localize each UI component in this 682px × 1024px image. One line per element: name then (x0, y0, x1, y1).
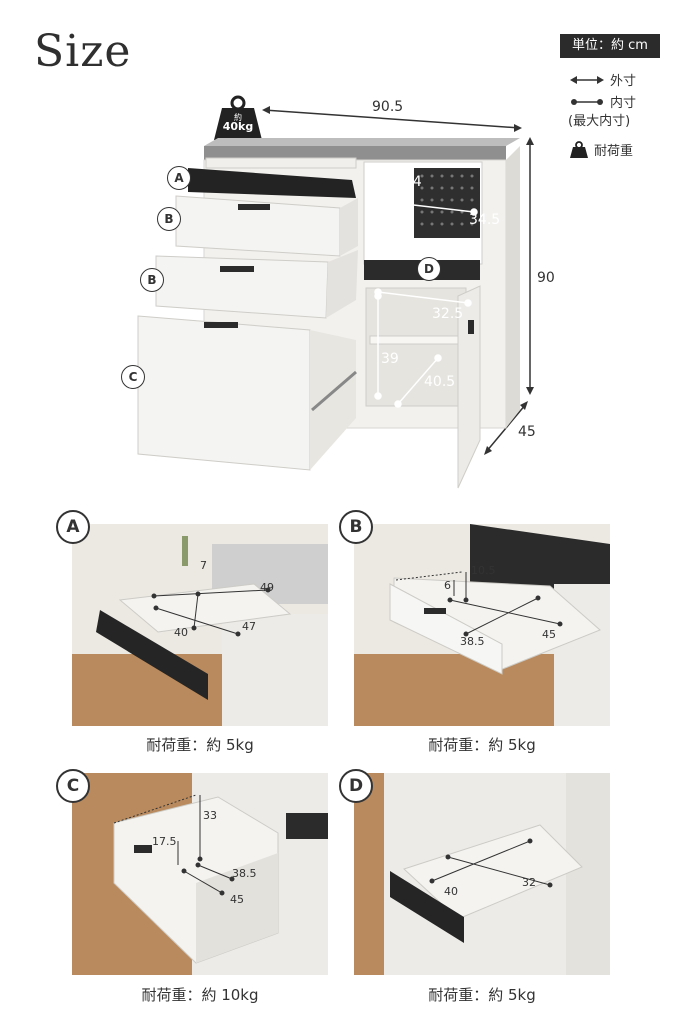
panel-b-caption: 耐荷重：約 5kg (428, 736, 536, 754)
panel-d-dim-2: 32 (522, 876, 536, 889)
legend-inner: 内寸 (570, 92, 636, 111)
panel-b-dim-1: 10.5 (471, 564, 496, 577)
weight-badge-line1: 約 (234, 113, 242, 122)
legend-load: 耐荷重 (570, 140, 633, 159)
panel-c-photo: 33 17.5 38.5 45 (72, 773, 328, 975)
weight-icon (570, 140, 588, 158)
page-title: Size (34, 26, 132, 77)
part-label-a: A (167, 166, 191, 190)
panel-c-caption: 耐荷重：約 10kg (141, 986, 259, 1004)
panel-c-letter: C (56, 769, 90, 803)
legend-inner-max: (最大内寸) (568, 114, 631, 129)
panel-b-dim-3: 38.5 (460, 635, 485, 648)
panel-c: 33 17.5 38.5 45 (72, 773, 328, 975)
legend-inner-label: 内寸 (610, 96, 637, 111)
width-dimension: 90.5 (372, 99, 404, 115)
panel-c-dim-1: 33 (203, 809, 217, 822)
legend-outer-label: 外寸 (610, 74, 637, 89)
panel-a-dim-2: 49 (260, 581, 274, 594)
panel-d: 40 32 (354, 773, 610, 975)
shelf-width-dimension: 34.5 (469, 212, 501, 228)
double-arrow-icon (570, 75, 604, 84)
panel-c-dim-4: 45 (230, 893, 244, 906)
lower-depth-dimension: 40.5 (424, 374, 456, 390)
panel-a-dim-3: 40 (174, 626, 188, 639)
lower-width-dimension: 32.5 (432, 306, 464, 322)
panel-a-dim-1: 7 (200, 559, 207, 572)
panel-b-letter: B (339, 510, 373, 544)
panel-d-letter: D (339, 769, 373, 803)
unit-badge: 単位：約 cm (560, 34, 660, 58)
panel-b-photo: 10.5 6 38.5 45 (354, 524, 610, 726)
part-label-c: C (121, 365, 145, 389)
panel-a-dim-4: 47 (242, 620, 256, 633)
panel-c-dim-2: 17.5 (152, 835, 177, 848)
panel-d-caption: 耐荷重：約 5kg (428, 986, 536, 1004)
panel-a-letter: A (56, 510, 90, 544)
panel-a-photo: 7 49 40 47 (72, 524, 328, 726)
part-label-b2: B (140, 268, 164, 292)
panel-a: 7 49 40 47 (72, 524, 328, 726)
part-label-b1: B (157, 207, 181, 231)
panel-b-dim-4: 45 (542, 628, 556, 641)
shelf-height-dimension: 34 (404, 174, 422, 190)
dot-line-icon (571, 98, 603, 105)
legend-outer: 外寸 (570, 70, 636, 89)
panel-a-caption: 耐荷重：約 5kg (146, 736, 254, 754)
panel-c-dim-3: 38.5 (232, 867, 257, 880)
panel-d-photo: 40 32 (354, 773, 610, 975)
cabinet-illustration (137, 95, 534, 489)
panel-b: 10.5 6 38.5 45 (354, 524, 610, 726)
panel-b-dim-2: 6 (444, 579, 451, 592)
legend-load-label: 耐荷重 (594, 144, 634, 159)
panel-d-dim-1: 40 (444, 885, 458, 898)
weight-badge-line2: 40kg (222, 120, 254, 133)
depth-dimension: 45 (518, 424, 536, 440)
lower-height-dimension: 39 (381, 351, 399, 367)
part-label-d: D (417, 257, 441, 281)
height-dimension: 90 (537, 270, 555, 286)
weight-badge-icon (214, 95, 262, 140)
